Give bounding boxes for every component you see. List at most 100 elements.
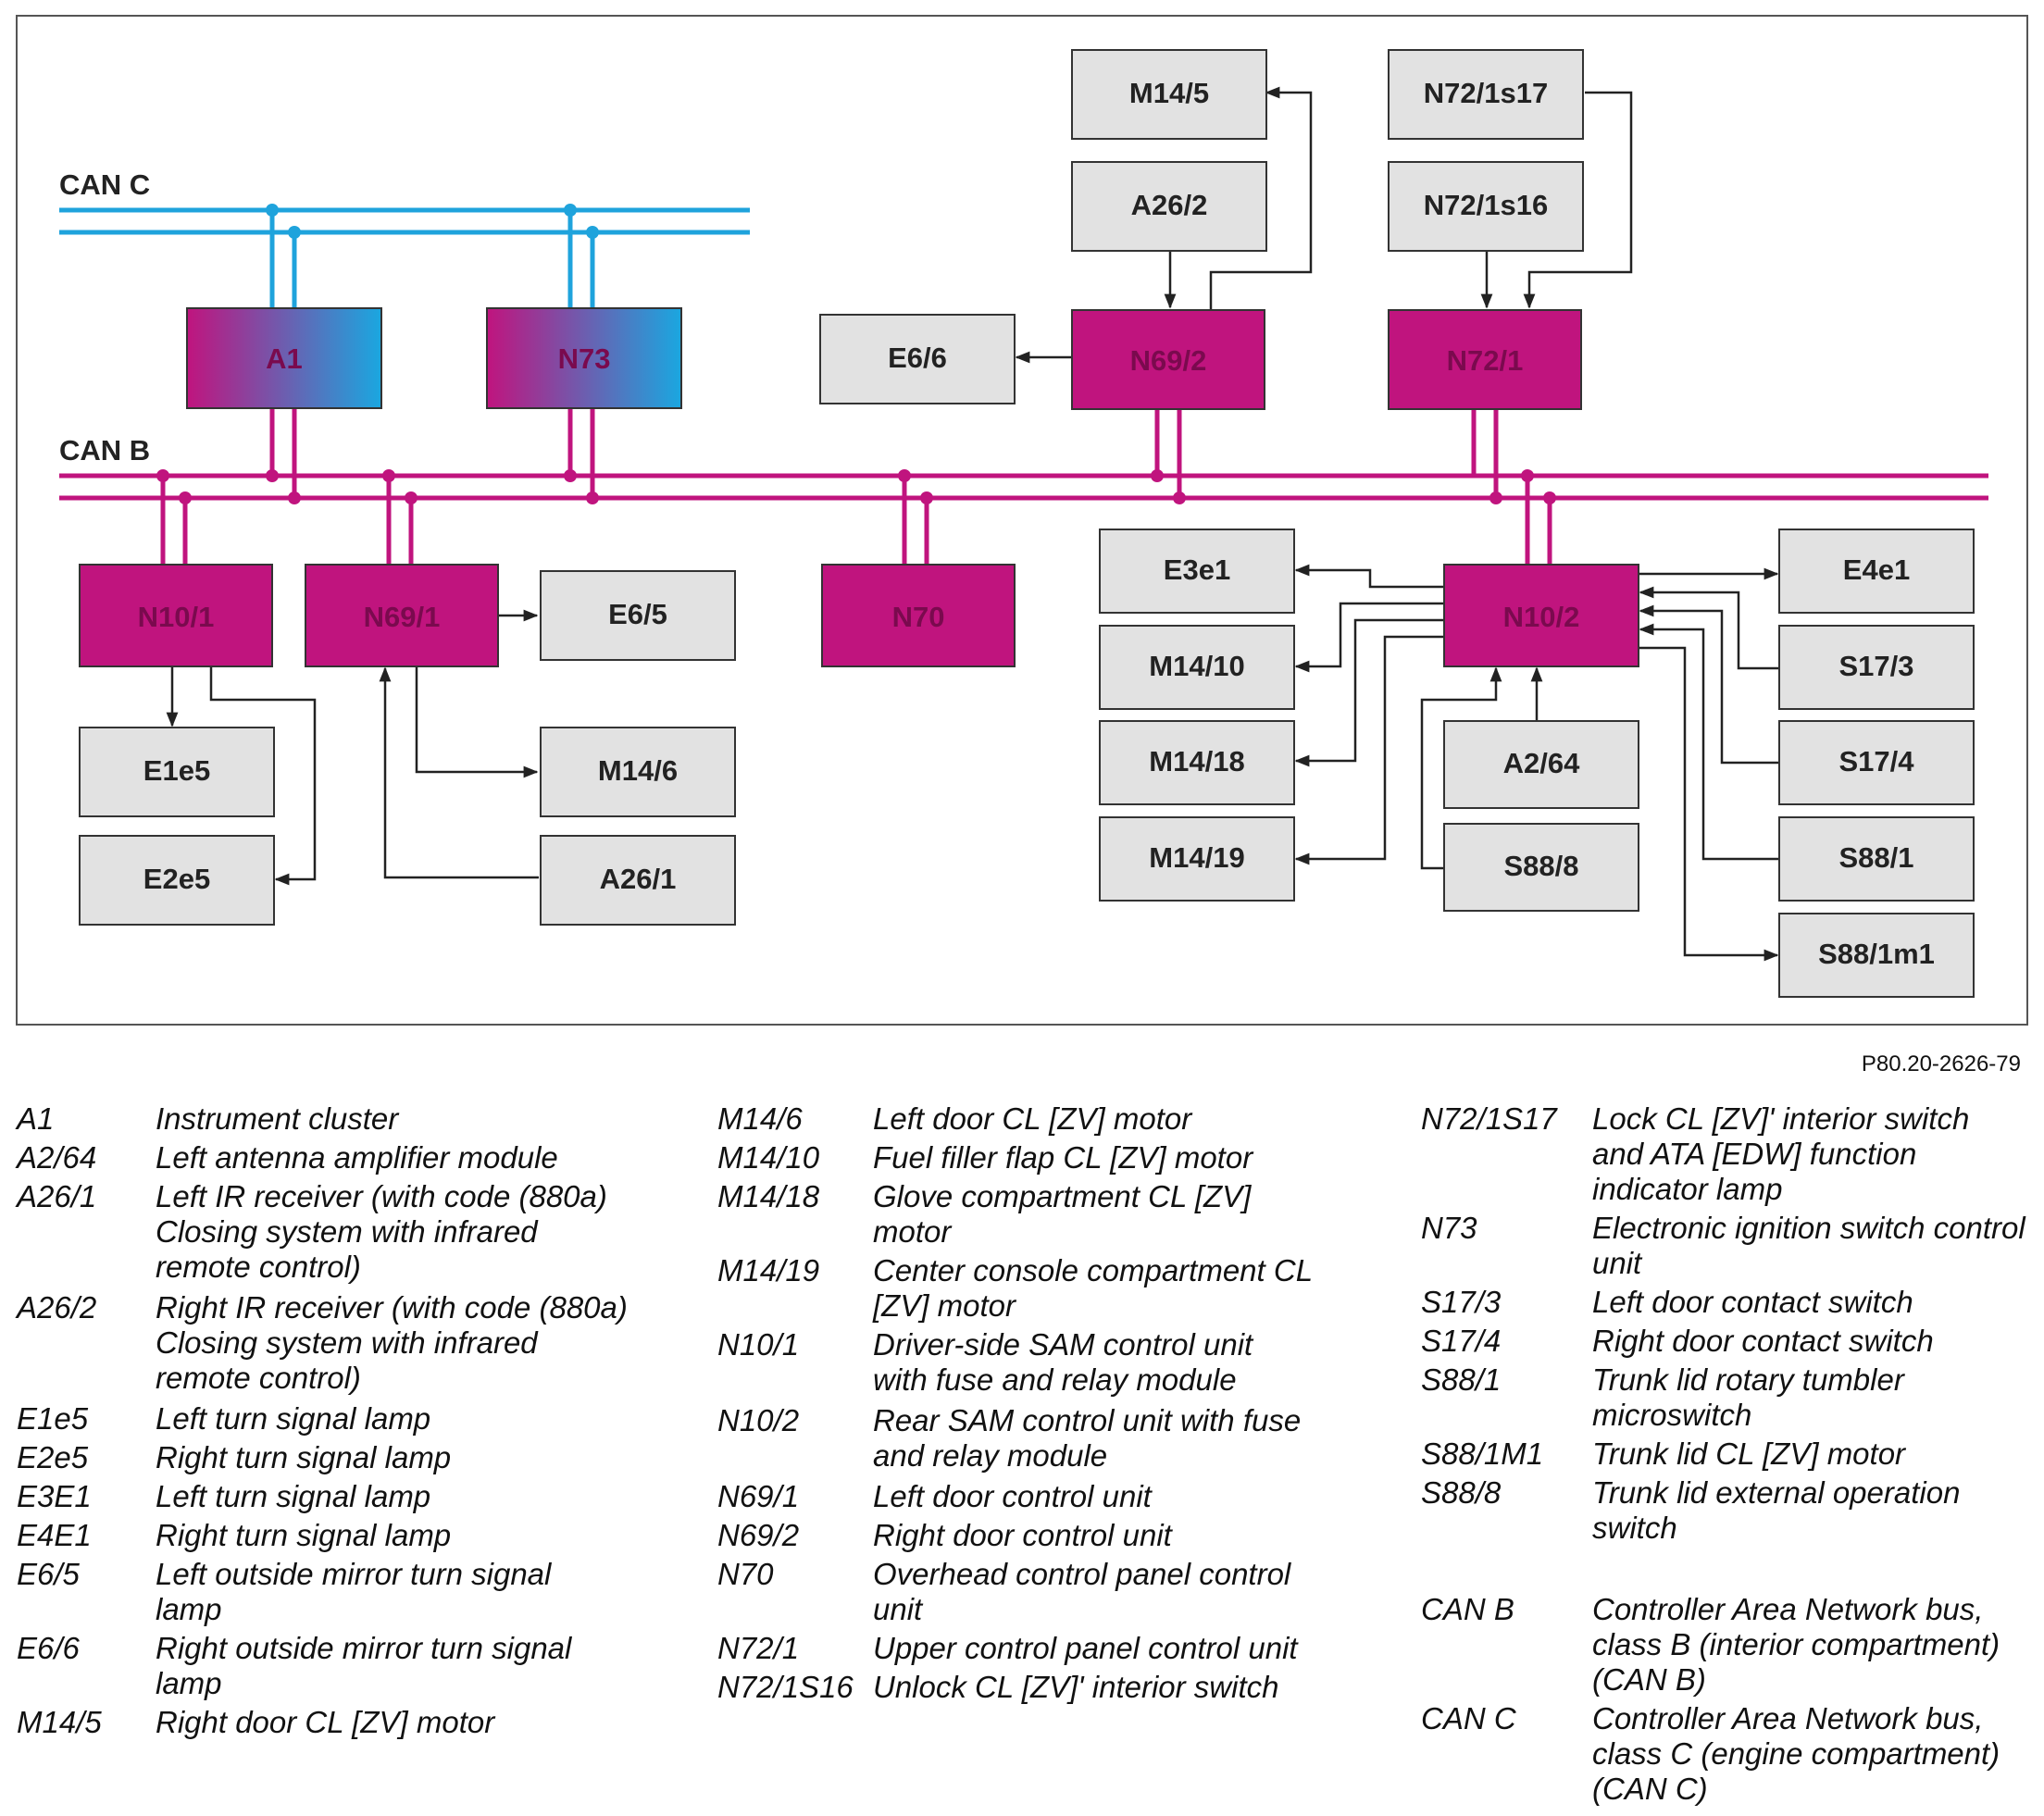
legend-description: Left antenna amplifier module <box>156 1140 558 1175</box>
legend-code: S88/1 <box>1421 1362 1502 1397</box>
legend-code: A26/2 <box>17 1290 97 1325</box>
legend-code: E3E1 <box>17 1479 92 1513</box>
legend-code: N70 <box>717 1557 774 1591</box>
component-s88-8: S88/8 <box>1443 823 1639 912</box>
module-a1-label: A1 <box>266 342 303 375</box>
component-a26-1: A26/1 <box>540 835 736 926</box>
module-n72-1: N72/1 <box>1388 309 1582 410</box>
legend-code: N72/1S17 <box>1421 1101 1557 1136</box>
legend-description: Right door contact switch <box>1592 1324 1934 1358</box>
legend-code: M14/5 <box>17 1705 102 1739</box>
legend-description: Trunk lid rotary tumbler microswitch <box>1592 1362 1904 1432</box>
legend-description: Left turn signal lamp <box>156 1401 431 1436</box>
legend-code: N73 <box>1421 1211 1477 1245</box>
component-n72-1s16-label: N72/1s16 <box>1424 189 1548 221</box>
legend-description: Left door contact switch <box>1592 1285 1913 1319</box>
component-s88-1m1: S88/1m1 <box>1778 913 1975 998</box>
component-e6-6-label: E6/6 <box>888 342 947 374</box>
component-s17-4: S17/4 <box>1778 720 1975 805</box>
legend-code: M14/6 <box>717 1101 803 1136</box>
component-m14-19: M14/19 <box>1099 816 1295 902</box>
legend-description: Right door CL [ZV] motor <box>156 1705 495 1739</box>
legend-description: Lock CL [ZV]' interior switch and ATA [E… <box>1592 1101 1970 1206</box>
can-b-label: CAN B <box>59 434 150 466</box>
legend-description: Right turn signal lamp <box>156 1440 452 1474</box>
component-s88-8-label: S88/8 <box>1503 850 1578 882</box>
legend-code: E6/6 <box>17 1631 80 1665</box>
legend-description: Overhead control panel control unit <box>873 1557 1291 1626</box>
component-m14-19-label: M14/19 <box>1149 841 1244 874</box>
legend-code: E4E1 <box>17 1518 92 1552</box>
legend-code: E2e5 <box>17 1440 89 1474</box>
legend-code: CAN B <box>1421 1592 1514 1626</box>
module-a1: A1 <box>186 307 382 409</box>
legend-description: Left outside mirror turn signal lamp <box>156 1557 552 1626</box>
module-n10-1: N10/1 <box>79 564 273 667</box>
legend-description: Trunk lid CL [ZV] motor <box>1592 1437 1906 1471</box>
legend-description: Glove compartment CL [ZV] motor <box>873 1179 1252 1249</box>
component-a26-2: A26/2 <box>1071 161 1267 252</box>
component-m14-6: M14/6 <box>540 727 736 817</box>
component-s88-1-label: S88/1 <box>1838 841 1913 874</box>
component-e4e1-label: E4e1 <box>1843 554 1910 586</box>
module-n10-2: N10/2 <box>1443 564 1639 667</box>
module-n69-2-label: N69/2 <box>1130 344 1207 377</box>
component-s17-3: S17/3 <box>1778 625 1975 710</box>
module-n69-2: N69/2 <box>1071 309 1265 410</box>
component-e6-6: E6/6 <box>819 314 1016 404</box>
legend-code: N69/1 <box>717 1479 800 1513</box>
legend-description: Driver-side SAM control unit with fuse a… <box>873 1327 1253 1397</box>
legend-code: A2/64 <box>17 1140 97 1175</box>
legend-description: Controller Area Network bus, class B (in… <box>1592 1592 2000 1697</box>
component-e6-5-label: E6/5 <box>608 598 667 630</box>
component-a2-64-label: A2/64 <box>1503 747 1580 779</box>
legend-code: S17/4 <box>1421 1324 1502 1358</box>
component-m14-18: M14/18 <box>1099 720 1295 805</box>
module-n10-2-label: N10/2 <box>1503 601 1580 633</box>
component-e4e1: E4e1 <box>1778 529 1975 614</box>
can-b-bus <box>59 408 1988 565</box>
legend-description: Left IR receiver (with code (880a) Closi… <box>156 1179 607 1284</box>
can-c-junctions <box>266 204 599 239</box>
component-s88-1: S88/1 <box>1778 816 1975 902</box>
legend-code: S17/3 <box>1421 1285 1502 1319</box>
diagram-frame <box>16 15 2028 1026</box>
module-n10-1-label: N10/1 <box>138 601 215 633</box>
legend-description: Instrument cluster <box>156 1101 399 1136</box>
component-a2-64: A2/64 <box>1443 720 1639 809</box>
component-e1e5-label: E1e5 <box>143 754 210 787</box>
legend-description: Right outside mirror turn signal lamp <box>156 1631 572 1700</box>
legend-code: E1e5 <box>17 1401 89 1436</box>
module-n73: N73 <box>486 307 682 409</box>
component-e3e1-label: E3e1 <box>1164 554 1230 586</box>
legend-code: CAN C <box>1421 1701 1516 1735</box>
module-n72-1-label: N72/1 <box>1447 344 1524 377</box>
figure-reference-code: P80.20-2626-79 <box>1861 1051 2021 1076</box>
component-n72-1s16: N72/1s16 <box>1388 161 1584 252</box>
legend-description: Right IR receiver (with code (880a) Clos… <box>156 1290 628 1395</box>
component-s17-3-label: S17/3 <box>1838 650 1913 682</box>
component-m14-10-label: M14/10 <box>1149 650 1244 682</box>
component-s88-1m1-label: S88/1m1 <box>1818 938 1935 970</box>
legend-code: N69/2 <box>717 1518 800 1552</box>
legend-code: N72/1S16 <box>717 1670 854 1704</box>
legend-code: M14/18 <box>717 1179 820 1213</box>
legend-description: Right turn signal lamp <box>156 1518 452 1552</box>
component-m14-18-label: M14/18 <box>1149 745 1244 777</box>
legend-description: Left turn signal lamp <box>156 1479 431 1513</box>
wiring-diagram: CAN C CAN B <box>16 15 2028 1026</box>
legend-description: Upper control panel control unit <box>873 1631 1298 1665</box>
module-n70: N70 <box>821 564 1016 667</box>
component-m14-10: M14/10 <box>1099 625 1295 710</box>
component-a26-2-label: A26/2 <box>1131 189 1208 221</box>
legend-code: N10/2 <box>717 1403 800 1437</box>
legend-description: Center console compartment CL [ZV] motor <box>873 1253 1313 1323</box>
component-s17-4-label: S17/4 <box>1838 745 1914 777</box>
can-c-bus <box>59 207 750 308</box>
legend-description: Left door control unit <box>873 1479 1152 1513</box>
module-n73-label: N73 <box>558 342 611 375</box>
legend-description: Trunk lid external operation switch <box>1592 1475 1961 1545</box>
legend-code: N10/1 <box>717 1327 800 1362</box>
signal-wires <box>166 86 1779 962</box>
module-n69-1-label: N69/1 <box>364 601 441 633</box>
